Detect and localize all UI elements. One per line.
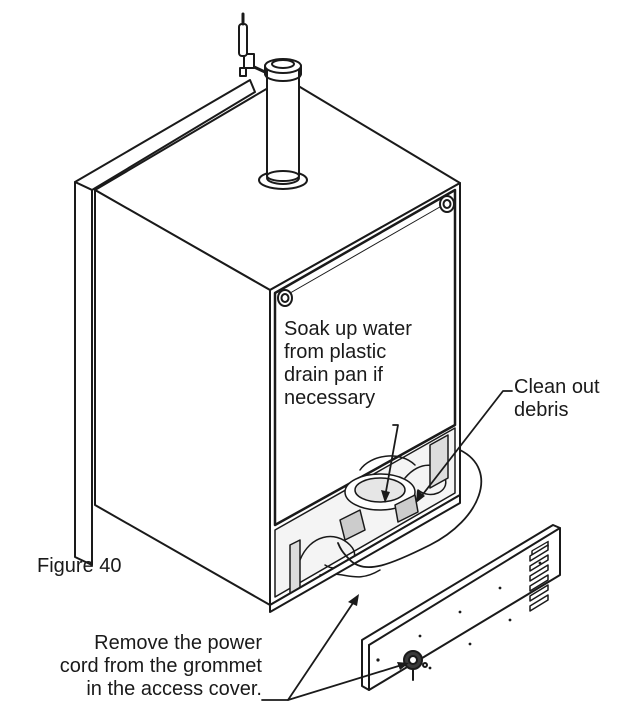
- leader-lines: [261, 390, 513, 701]
- figure-caption: Figure 40: [37, 555, 122, 577]
- door-panel: [273, 188, 457, 527]
- base-strip: [269, 494, 461, 613]
- power-cord-callout-line-3: in the access cover.: [86, 678, 262, 700]
- beer-faucet: [238, 12, 267, 77]
- debris-callout-line-1: Clean out: [514, 376, 600, 398]
- drain-pan-leader: [384, 424, 399, 498]
- grommet: [403, 650, 428, 681]
- drain-pan-callout-line-1: Soak up water: [284, 318, 412, 340]
- power-cord-leader: [261, 599, 356, 701]
- debris-callout-line-2: debris: [514, 399, 569, 421]
- access-cover-panel: [361, 524, 561, 691]
- power-cord-callout-line-2: cord from the grommet: [59, 655, 262, 677]
- drain-pan-callout-line-2: from plastic: [284, 341, 387, 363]
- door-bolt-top: [439, 195, 455, 213]
- debris-callout: Clean out debris: [514, 376, 600, 422]
- power-cord-callout: Remove the power cord from the grommet i…: [40, 632, 262, 701]
- machine-compartment: [274, 427, 456, 598]
- drain-pan-callout-line-4: necessary: [284, 387, 376, 409]
- side-panel: [74, 79, 256, 566]
- screw-holes: [376, 561, 542, 670]
- power-cord-callout-line-1: Remove the power: [94, 632, 262, 654]
- draft-tower: [258, 58, 308, 190]
- power-cord: [337, 449, 483, 569]
- debris-leader: [419, 390, 513, 499]
- drain-pan-callout-line-3: drain pan if: [284, 364, 383, 386]
- drain-pan-callout: Soak up water from plastic drain pan if …: [284, 318, 412, 410]
- door-bolt-left: [277, 289, 293, 307]
